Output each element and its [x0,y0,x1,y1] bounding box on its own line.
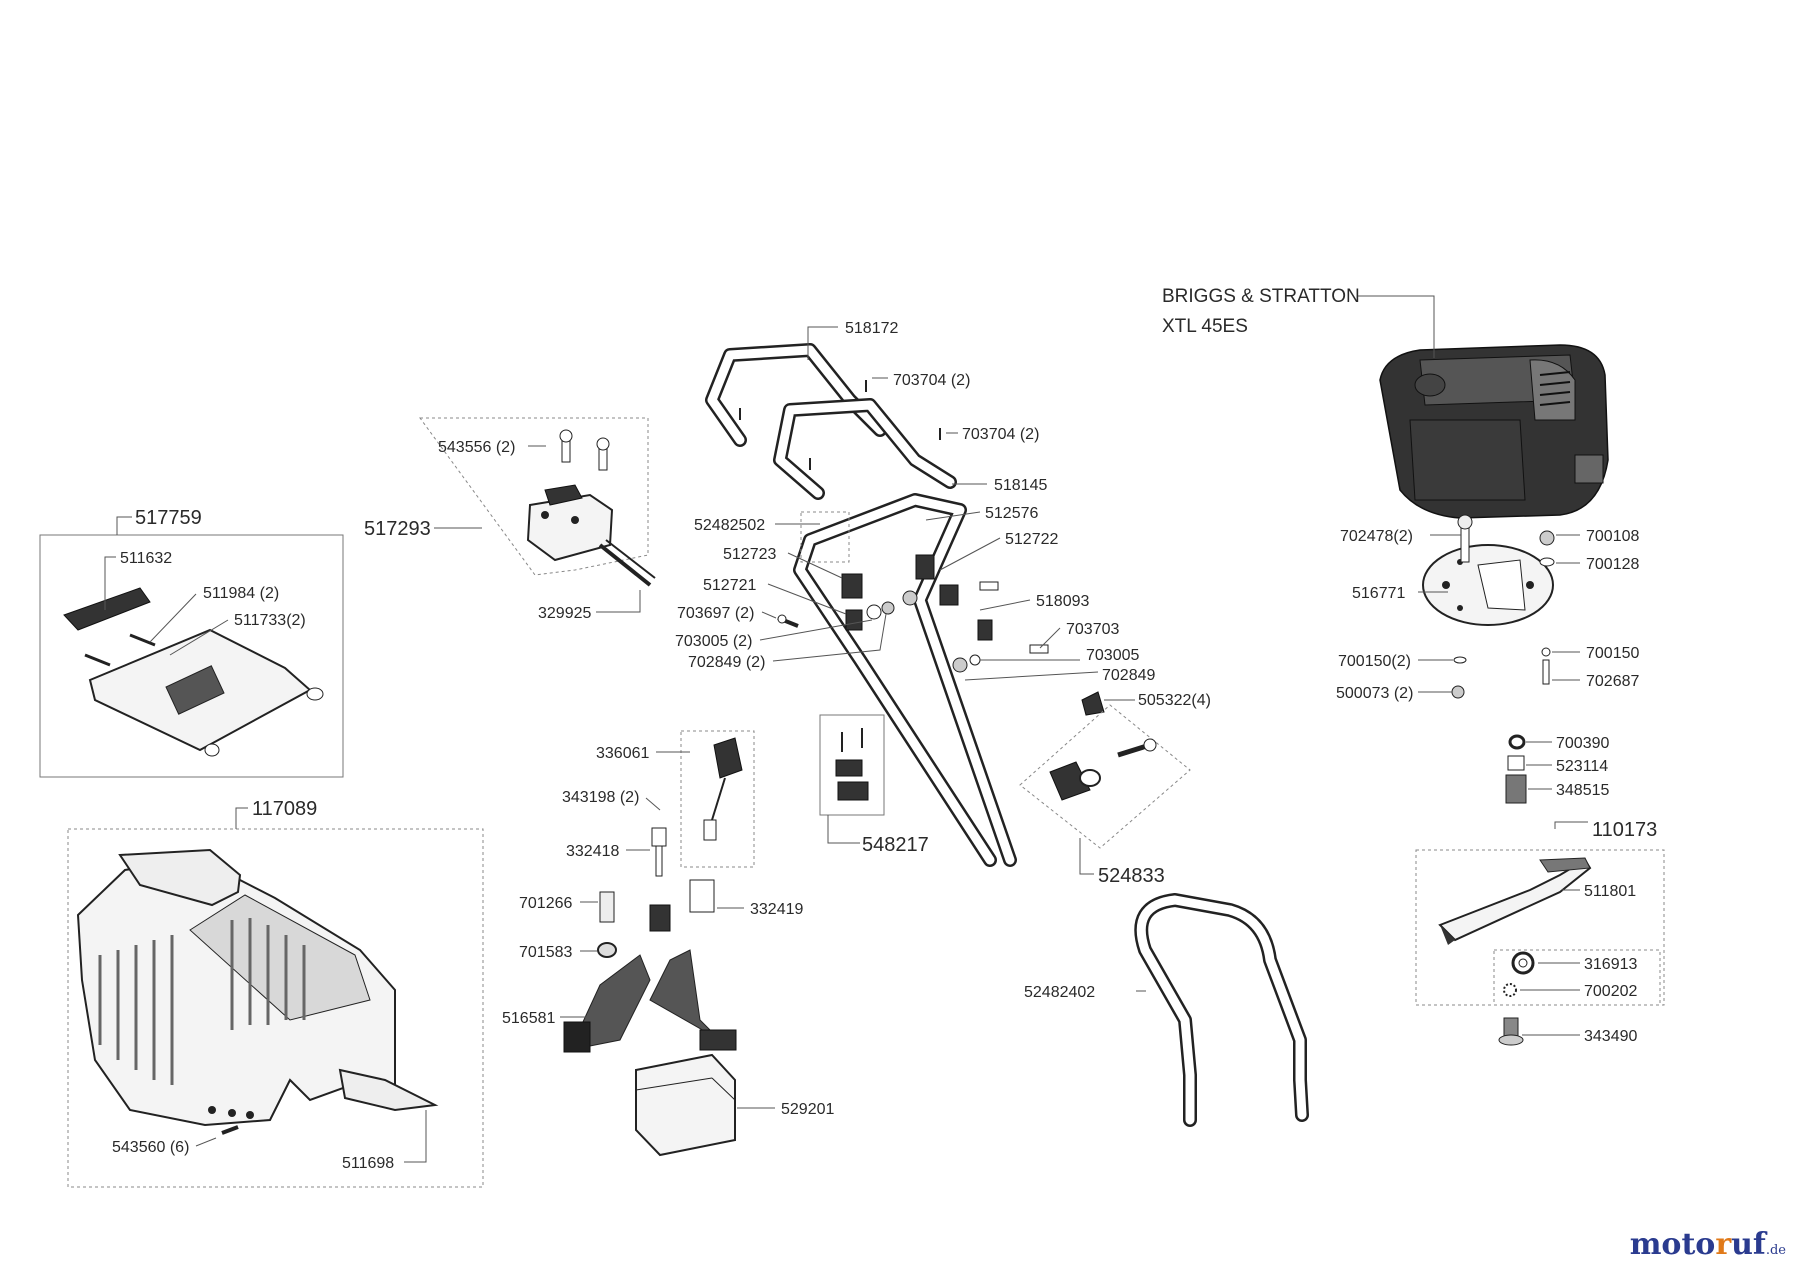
label-702478: 702478(2) [1340,528,1413,545]
label-329925: 329925 [538,605,591,622]
label-543560: 543560 (6) [112,1139,189,1156]
label-703005-a: 703005 (2) [675,633,752,650]
label-516771: 516771 [1352,585,1405,602]
label-703005-b: 703005 [1086,647,1139,664]
label-529201: 529201 [781,1101,834,1118]
label-702849-a: 702849 (2) [688,654,765,671]
upper-handle-518172 [705,343,887,447]
label-700390: 700390 [1556,735,1609,752]
blade-parts [1438,857,1592,1046]
label-512723: 512723 [723,546,776,563]
label-511984: 511984 (2) [203,585,279,602]
lower-handle-52482402 [1134,893,1309,1127]
engine-drawing [1379,344,1609,519]
label-316913: 316913 [1584,956,1637,973]
label-512576: 512576 [985,505,1038,522]
label-518172: 518172 [845,320,898,337]
label-52482402: 52482402 [1024,984,1095,1001]
label-700108: 700108 [1586,528,1639,545]
throttle-517293 [526,429,656,587]
label-548217: 548217 [862,834,929,856]
motoruf-logo: motoruf.de [1629,1227,1786,1262]
label-511632: 511632 [120,550,172,567]
label-703697: 703697 (2) [677,605,754,622]
engine-model-line1: BRIGGS & STRATTON [1162,286,1360,307]
grass-box-117089 [76,848,439,1135]
label-703704-a: 703704 (2) [893,372,970,389]
engine-mount-parts [1422,514,1555,804]
label-517293: 517293 [364,518,431,540]
label-518093: 518093 [1036,593,1089,610]
label-348515: 348515 [1556,782,1609,799]
label-700150: 700150 [1586,645,1639,662]
control-box-524833 [1049,738,1157,801]
cable-clamp-548217 [835,728,869,801]
label-518145: 518145 [994,477,1047,494]
label-343490: 343490 [1584,1028,1637,1045]
label-700150-2: 700150(2) [1338,653,1411,670]
label-332419: 332419 [750,901,803,918]
label-703703: 703703 [1066,621,1119,638]
label-343198: 343198 (2) [562,789,639,806]
label-511801: 511801 [1584,883,1636,900]
rear-flap-517759 [63,587,324,757]
label-52482502: 52482502 [694,517,765,534]
label-701266: 701266 [519,895,572,912]
label-512722: 512722 [1005,531,1058,548]
label-117089: 117089 [252,798,317,820]
label-511733: 511733(2) [234,612,306,629]
label-517759: 517759 [135,507,202,529]
label-702687: 702687 [1586,673,1639,690]
label-700202: 700202 [1584,983,1637,1000]
label-523114: 523114 [1556,758,1608,775]
electrical-parts [563,737,743,1157]
label-500073: 500073 (2) [1336,685,1413,702]
upper-handle-518145 [773,398,957,500]
label-336061: 336061 [596,745,649,762]
label-701583: 701583 [519,944,572,961]
label-702849-b: 702849 [1102,667,1155,684]
label-703704-b: 703704 (2) [962,426,1039,443]
handle-fittings [739,380,1105,716]
label-332418: 332418 [566,843,619,860]
label-110173: 110173 [1592,819,1657,841]
label-511698: 511698 [342,1155,394,1172]
main-handle-frame [793,493,1017,867]
label-543556: 543556 (2) [438,439,515,456]
label-700128: 700128 [1586,556,1639,573]
label-516581: 516581 [502,1010,555,1027]
label-505322: 505322(4) [1138,692,1211,709]
engine-model-line2: XTL 45ES [1162,316,1248,337]
label-524833: 524833 [1098,865,1165,887]
label-512721: 512721 [703,577,756,594]
